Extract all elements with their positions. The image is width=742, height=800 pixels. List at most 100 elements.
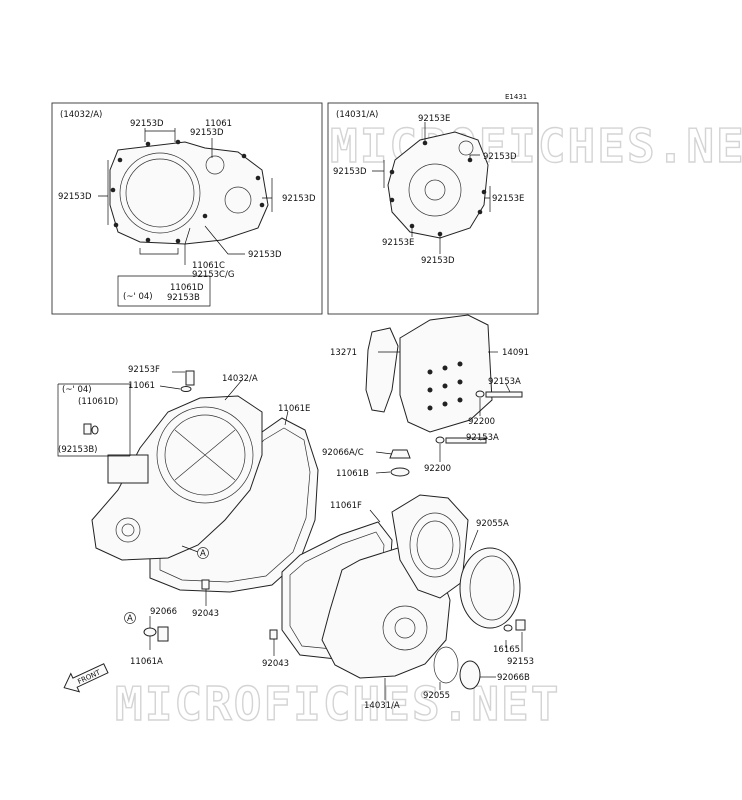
label-92153F: 92153F [128,365,160,375]
part-16165 [503,624,513,632]
inset-right-title: (14031/A) [336,110,378,120]
clutch-dome-inner-inset [125,158,195,228]
label-14031A: 14031/A [364,701,400,711]
label-92153E-right: 92153E [492,194,524,204]
label-11061F: 11061F [330,501,362,511]
label-92153E-top: 92153E [418,114,450,124]
guard-holes [427,361,463,411]
clutch-cover-outline-inset [109,141,269,245]
year-note-box: (~' 04) (11061D) (92153B) [57,383,131,457]
inset-left-frame [51,102,323,315]
magneto-boss-inset [408,163,462,217]
label-92055: 92055 [423,691,450,701]
oil-window-inset [205,155,225,175]
filler-plug-group: 92066A/C 11061B [322,448,411,479]
label-92055A: 92055A [476,519,509,529]
washer-11061 [180,386,192,392]
magneto-small-cap-inset [458,140,474,156]
magneto-cover-assembly: 11061F 92055A 16165 92153 92066B 92055 1… [262,494,534,711]
callout-a-circle-2 [124,612,136,624]
label-92153D-left: 92153D [58,192,92,202]
label-11061B: 11061B [336,469,369,479]
callout-a-1: A [200,549,206,559]
dowel-92043-left [201,579,210,590]
label-92153B-inset: 92153B [167,293,200,303]
inset-right-frame [327,102,539,315]
label-11061-inset: 11061 [205,119,232,129]
label-11061C: 11061C [192,261,225,271]
label-11061D: 11061D [170,283,204,293]
housing-lower-boss [115,517,141,543]
label-92200-upper: 92200 [468,417,495,427]
washer-92200-upper [475,390,485,398]
label-year-note-side: (~' 04) [62,385,92,395]
label-14091: 14091 [502,348,529,358]
label-92153D-upper-right: 92153D [190,128,224,138]
bolt-92153F [185,370,195,386]
bolt-dots-inset-left [110,139,265,244]
guard-assembly: 13271 14091 92153A 92200 92153A 92200 [330,314,529,474]
oring-92055 [433,646,459,684]
callout-a-2: A [127,614,133,624]
label-92153: 92153 [507,657,534,667]
magneto-plug-inset [424,179,446,201]
filter-boss-inset [224,186,252,214]
label-92200-lower: 92200 [424,464,451,474]
label-92043-right: 92043 [262,659,289,669]
drain-plug-group: A 92066 11061A 92043 [124,579,219,667]
label-11061D-side: (11061D) [78,397,118,407]
label-92153E-lower: 92153E [382,238,414,248]
label-11061-main: 11061 [128,381,155,391]
ring-11061B [390,467,410,477]
front-arrow-icon [63,663,109,693]
label-92153D-cap: 92153D [483,152,517,162]
housing-upper-boss [107,454,149,484]
plug-92066B [459,660,481,690]
label-11061E: 11061E [278,404,310,414]
clutch-cover-assembly: A 92153F 11061 14032/A 11061E [91,365,319,593]
clutch-dome-inset [119,152,201,234]
magneto-cover-outline-inset [387,131,489,239]
label-92153B-side: (92153B) [58,445,98,455]
label-92066: 92066 [150,607,177,617]
dowel-92043-right [269,629,278,640]
label-92153D-right: 92153D [282,194,316,204]
clutch-dome-main [156,406,254,504]
washer-92200-lower [435,436,445,444]
label-92153D-top: 92153D [130,119,164,129]
plug-92066AC [389,449,411,459]
inset-right-panel: (14031/A) 92153E 92153D 92153D 92153E 92… [327,102,539,315]
callout-a-circle-1 [197,547,209,559]
washer-92066 [143,627,157,637]
bolt-92153A-lower [445,437,487,444]
label-13271: 13271 [330,348,357,358]
label-92066AC: 92066A/C [322,448,364,458]
bolt-92153B-side [83,423,92,435]
label-11061A: 11061A [130,657,163,667]
label-92153D-left-r: 92153D [333,167,367,177]
label-92066B: 92066B [497,673,530,683]
watermark-bottom: MICROFICHES.NET [115,677,560,731]
watermark-top: MICROFICHES.NET [330,119,742,173]
plug-11061A [157,626,169,642]
label-14032A: 14032/A [222,374,258,384]
label-92153A-upper: 92153A [488,377,521,387]
diagram-ref-code: E1431 [505,93,527,101]
cover-13271 [365,327,399,413]
label-year-note-inset: (~' 04) [123,292,153,302]
label-92043-left: 92043 [192,609,219,619]
cap-92055A [459,547,521,629]
label-92153CG: 92153C/G [192,270,234,280]
magneto-boss-main [382,605,428,651]
label-16165: 16165 [493,645,520,655]
front-arrow: FRONT [63,663,109,693]
washer-11061D-side [91,425,99,435]
guard-14091 [399,314,493,433]
inset-left-panel: (14032/A) 92153D 11061 [51,102,323,315]
bolt-92153A-upper [485,391,523,398]
label-92153A-lower: 92153A [466,433,499,443]
label-92153D-lower: 92153D [248,250,282,260]
inset-left-title: (14032/A) [60,110,102,120]
bolt-92153 [515,619,526,631]
